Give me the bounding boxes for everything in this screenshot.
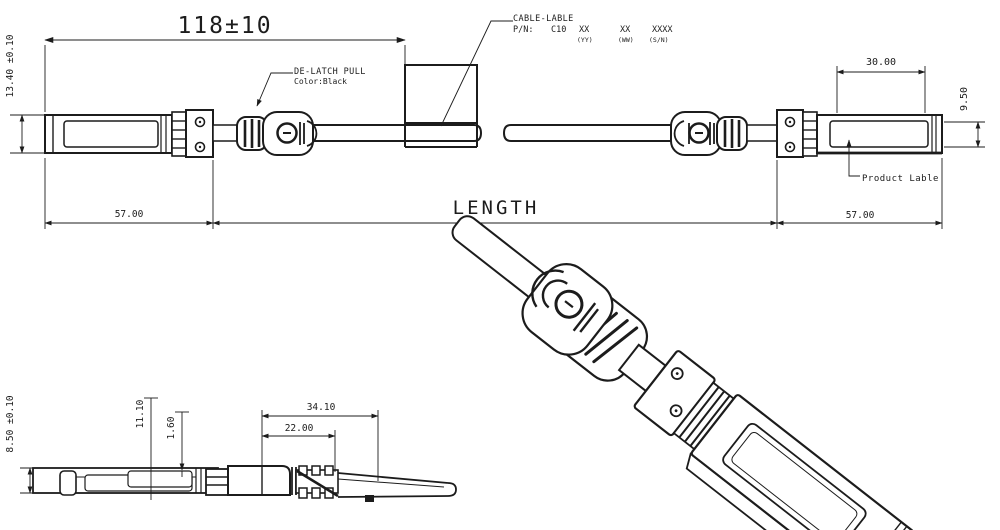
dim-latch-height-1110: 11.10 — [135, 397, 158, 500]
dim-recess-depth-160: 1.60 — [166, 411, 189, 477]
side-profile — [32, 465, 457, 502]
iso-body — [690, 394, 914, 530]
left-pull-ring — [262, 111, 318, 156]
dim-height-1340: 13.40 ±0.10 — [5, 34, 44, 154]
cable-label-title: CABLE-LABLE — [513, 14, 574, 24]
cable-label-callout: CABLE-LABLE P/N: C10 XX XX XXXX (YY) (WW… — [440, 14, 673, 127]
product-label-callout: Product Lable — [846, 139, 939, 184]
recess-depth-dim-text: 1.60 — [166, 416, 177, 439]
iso-pull-ring — [521, 263, 614, 356]
screw-icon — [670, 367, 684, 380]
cable-label-pn: P/N: — [513, 25, 533, 35]
iso-body-side-face — [685, 452, 869, 530]
delatch-line1: DE-LATCH PULL — [294, 67, 366, 77]
iso-rib-stack — [672, 381, 735, 451]
cable-label-flag — [404, 64, 478, 148]
screw-icon — [194, 141, 206, 153]
cable-label-field1-sub: (YY) — [577, 36, 593, 44]
iso-label-recess — [722, 422, 867, 530]
screw-icon — [194, 116, 206, 128]
delatch-callout: DE-LATCH PULL Color:Black — [256, 67, 366, 107]
cable-label-field2: XX — [620, 25, 631, 35]
right-delatch-knob — [716, 116, 748, 151]
side-rib-stack — [205, 468, 229, 496]
right-clamp-plate — [776, 109, 804, 158]
side-height-dim-text: 8.50 ±0.10 — [5, 395, 16, 452]
product-label-text: Product Lable — [862, 174, 939, 184]
left-connector — [44, 109, 318, 158]
right-label-window — [829, 120, 929, 148]
left-label-window — [63, 120, 159, 148]
side-cable — [337, 472, 457, 502]
dim-label-width-3000: 30.00 — [836, 57, 926, 113]
length-dim-text: LENGTH — [453, 197, 540, 219]
boot-length-dim-text: 34.10 — [307, 402, 336, 413]
cable-label-field2-sub: (WW) — [618, 36, 634, 44]
height-dim-text: 13.40 ±0.10 — [5, 34, 16, 97]
cable-left-run — [312, 124, 483, 142]
screw-icon — [669, 404, 683, 418]
overall-dim-text: 118±10 — [177, 13, 272, 39]
delatch-line2: Color:Black — [294, 77, 347, 86]
dim-chain-bottom: 57.00 LENGTH 57.00 — [44, 158, 943, 229]
dim-body-length-2200: 22.00 — [261, 423, 336, 472]
plug-height-dim-text: 9.50 — [959, 87, 970, 111]
label-width-dim-text: 30.00 — [866, 57, 896, 68]
right-rib-stack — [802, 111, 818, 157]
right-connector — [670, 109, 943, 158]
right-pull-ring — [670, 111, 722, 156]
left-connector-dim-text: 57.00 — [115, 209, 144, 220]
iso-label-recess-inner — [731, 431, 858, 530]
left-clamp-plate — [185, 109, 214, 158]
cable-label-field3: XXXX — [652, 25, 673, 35]
left-rib-stack — [171, 111, 187, 157]
cable-label-pn-value: C10 — [551, 25, 566, 35]
cable-right-run — [502, 124, 672, 142]
top-view: 118±10 13.40 ±0.10 — [5, 13, 985, 229]
iso-clamp-plate — [633, 350, 716, 437]
latch-height-dim-text: 11.10 — [135, 399, 146, 428]
side-boot — [295, 465, 339, 499]
side-view: 8.50 ±0.10 — [5, 395, 457, 502]
body-length-dim-text: 22.00 — [285, 423, 314, 434]
cable-label-field3-sub: (S/N) — [649, 36, 669, 44]
screw-icon — [784, 116, 796, 128]
cable-label-field1: XX — [579, 25, 590, 35]
screw-icon — [784, 141, 796, 153]
dim-plug-height-950: 9.50 — [944, 87, 985, 148]
isometric-view — [451, 215, 914, 530]
dim-overall-118: 118±10 — [44, 13, 406, 112]
right-connector-dim-text: 57.00 — [846, 210, 875, 221]
